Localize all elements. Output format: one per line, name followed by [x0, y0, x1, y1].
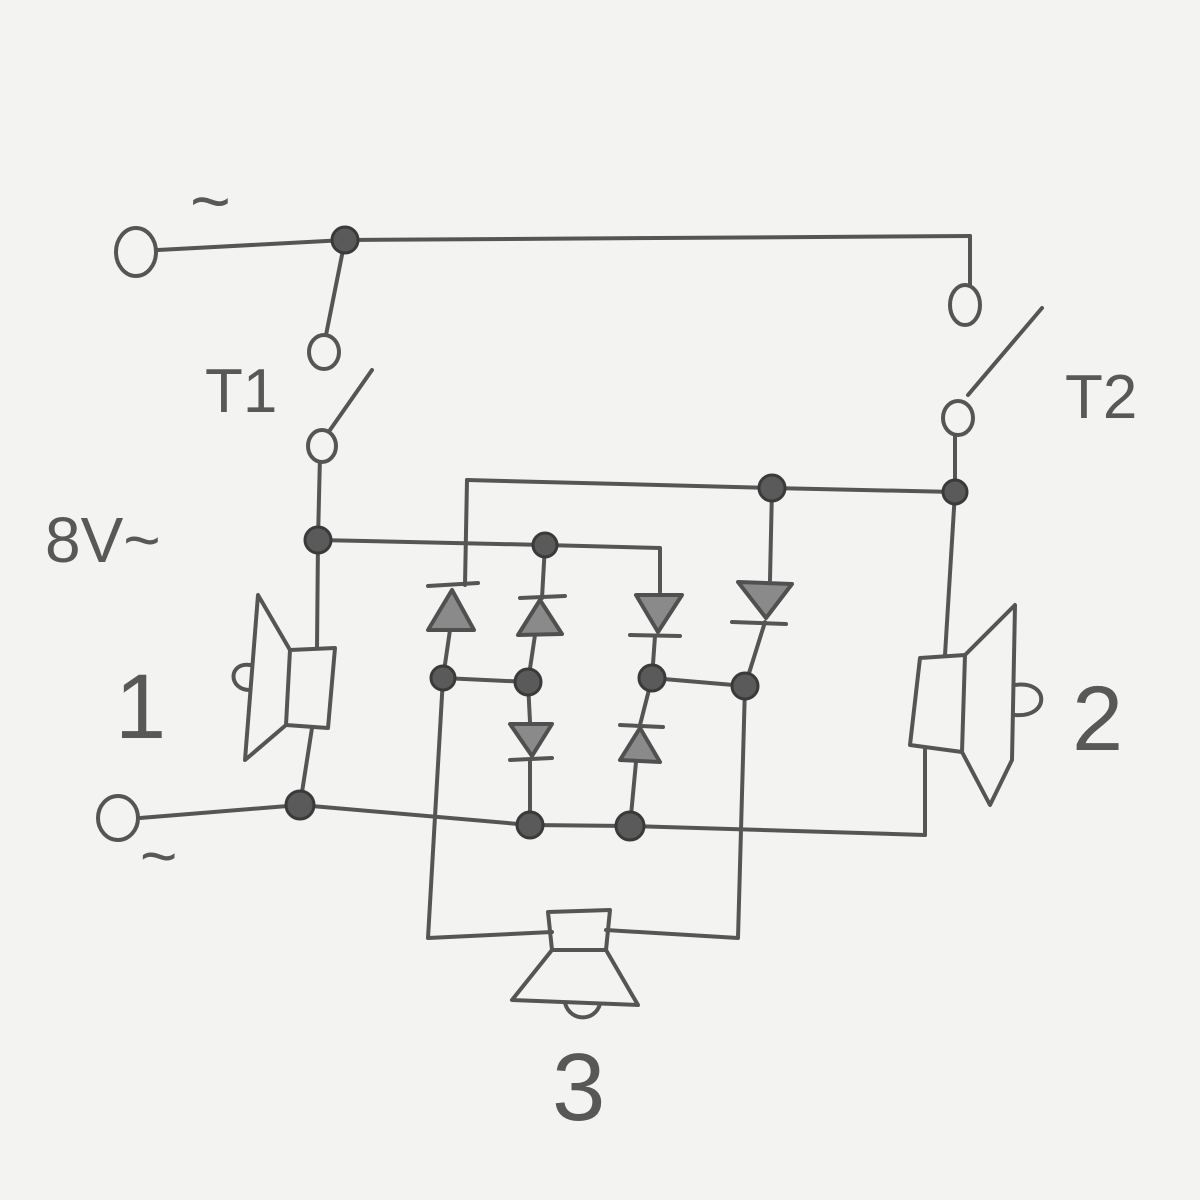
diode-2-bar	[518, 594, 567, 600]
diode-5-body	[508, 722, 554, 758]
node-top-input	[330, 225, 360, 255]
input-terminal-top	[114, 226, 158, 278]
labels: ~ ~ T1 T2 8V~ 1 2 3	[45, 162, 1137, 1141]
diode-3	[628, 593, 684, 638]
speaker-1	[231, 593, 337, 762]
speaker-1-cone	[243, 593, 292, 762]
speaker-3-clapper	[563, 1001, 602, 1020]
node-inner-top	[757, 473, 787, 503]
node-ground-d5	[515, 810, 545, 840]
speaker-2-cone	[960, 603, 1017, 807]
wire-top-input	[156, 238, 347, 252]
speaker-3-cone	[510, 948, 640, 1007]
speaker-2-magnet	[908, 653, 967, 754]
wire-t2-to-speaker2	[943, 490, 957, 657]
diode-6	[618, 723, 665, 764]
diodes	[426, 580, 794, 764]
wire-inner-to-d4	[768, 486, 774, 582]
node-8v-rail	[531, 531, 559, 559]
diode-6-body	[618, 726, 662, 764]
wire-8v-to-speaker1	[315, 538, 320, 650]
switch-t1-contact-bottom	[306, 428, 338, 464]
wire-mid-right	[650, 676, 747, 688]
diode-2	[516, 594, 567, 637]
diode-4	[730, 580, 794, 626]
diode-1-body	[426, 588, 476, 632]
label-switch-t1: T1	[205, 357, 277, 426]
wire-left-to-speaker3	[426, 676, 554, 940]
terminals	[96, 226, 982, 842]
node-mid-1	[429, 664, 457, 692]
label-speaker-1: 1	[115, 656, 166, 758]
label-speaker-3: 3	[552, 1034, 605, 1141]
wire-8v-rail	[316, 538, 662, 594]
wire-top-rail	[343, 234, 972, 242]
speaker-1-magnet	[284, 646, 337, 730]
speaker-3-bell	[510, 908, 640, 1020]
node-mid-4	[730, 671, 760, 701]
label-ac-top: ~	[190, 162, 231, 240]
diode-3-body	[634, 593, 684, 634]
diode-4-bar	[730, 620, 788, 626]
speaker-2-coil	[1013, 682, 1044, 718]
junction-nodes	[284, 225, 969, 842]
wire-inner-left-drop	[463, 478, 469, 587]
wire-inner-top-rail	[465, 478, 957, 494]
wire-to-t1	[324, 238, 347, 337]
speaker-3-magnet	[546, 908, 612, 952]
diode-4-body	[736, 580, 794, 620]
label-ac-bottom: ~	[140, 820, 177, 892]
switch-t2-lever	[966, 306, 1044, 397]
node-t2-out	[941, 478, 969, 506]
switch-t1-lever	[328, 368, 374, 432]
wire-ground-rail	[298, 803, 927, 837]
wire-bottom-input	[138, 803, 302, 820]
diode-1-bar	[426, 581, 480, 588]
node-8v	[303, 525, 333, 555]
node-mid-2	[513, 667, 543, 697]
diode-6-bar	[618, 723, 665, 729]
diode-3-bar	[628, 633, 682, 638]
diode-2-body	[516, 598, 564, 637]
switch-t1-contact-top	[307, 333, 341, 371]
label-speaker-2: 2	[1072, 668, 1123, 770]
switch-t2-contact-top	[948, 283, 982, 327]
speaker-2	[908, 603, 1044, 807]
speaker-1-coil	[231, 662, 252, 692]
node-mid-3	[637, 663, 667, 693]
diode-5	[508, 722, 554, 762]
label-switch-t2: T2	[1065, 363, 1137, 432]
diode-5-bar	[508, 756, 554, 762]
switch-t2-contact-bottom	[941, 399, 975, 437]
switch-t2	[966, 306, 1044, 397]
input-terminal-bottom	[96, 794, 140, 842]
switch-t1	[328, 368, 374, 432]
node-ground-d6	[614, 810, 646, 842]
diode-1	[426, 581, 480, 632]
node-ground-left	[284, 789, 316, 821]
label-supply: 8V~	[45, 504, 161, 576]
wire-right-to-speaker3	[604, 684, 747, 940]
wires	[138, 234, 972, 940]
